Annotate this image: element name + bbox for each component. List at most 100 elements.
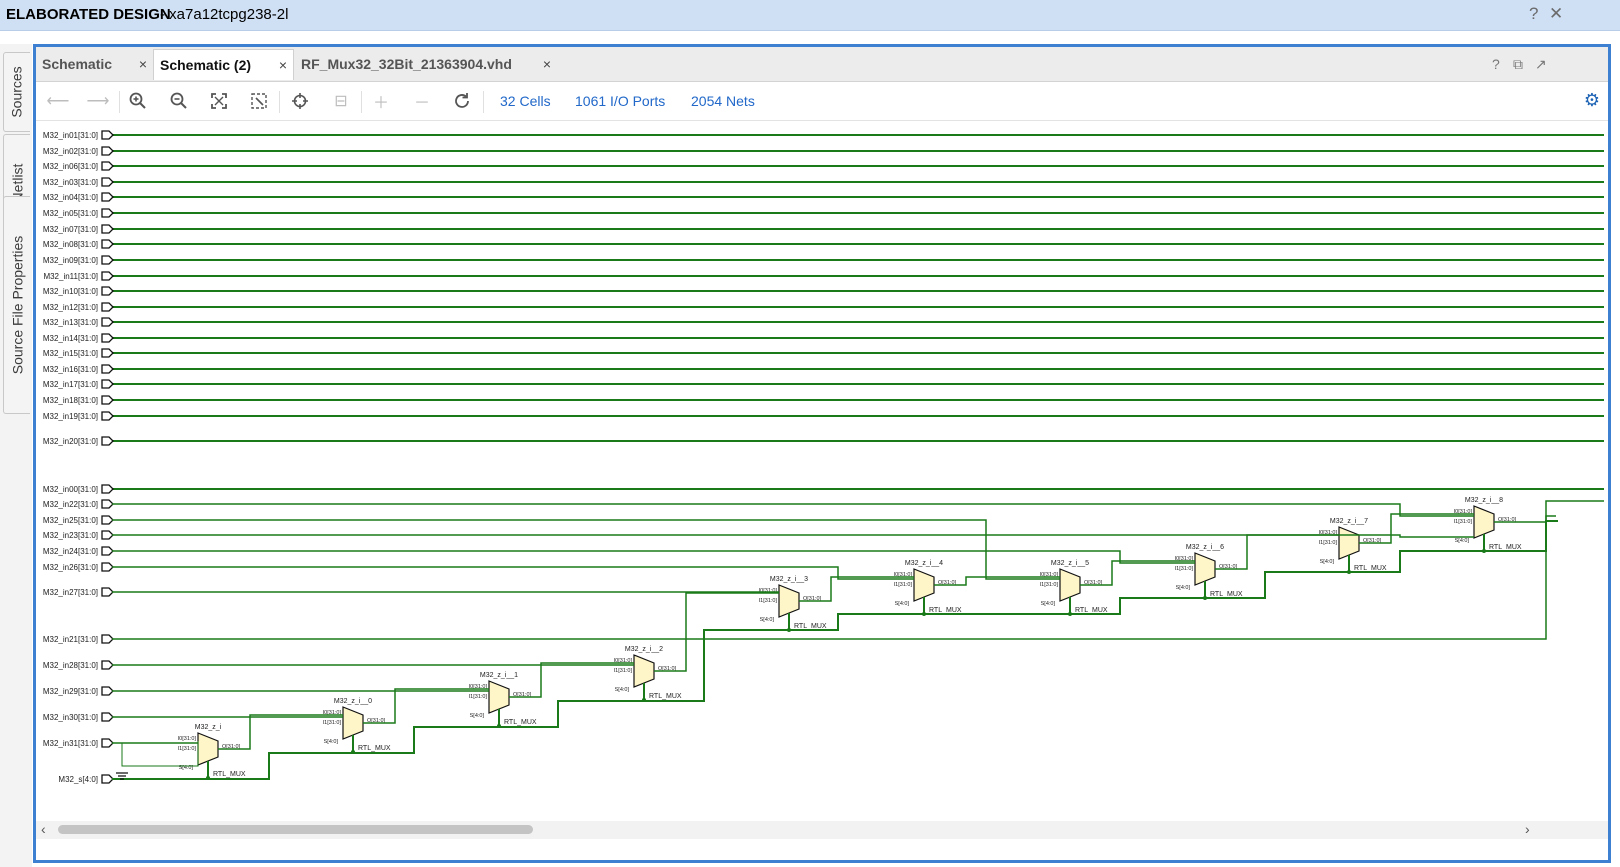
port-label: M32_in19[31:0] bbox=[43, 412, 98, 421]
zoom-out-icon[interactable] bbox=[169, 91, 189, 111]
pin-label: S[4:0] bbox=[324, 739, 339, 745]
horizontal-scrollbar[interactable]: ‹ › bbox=[36, 821, 1608, 839]
pin-label: I1[31:0] bbox=[759, 598, 778, 604]
side-tab-sources[interactable]: Sources bbox=[3, 52, 30, 132]
part-number: - xa7a12tcpg238-2l bbox=[160, 6, 289, 23]
cell-type: RTL_MUX bbox=[1075, 607, 1108, 614]
wire bbox=[112, 515, 1556, 640]
cell-type: RTL_MUX bbox=[794, 623, 827, 630]
refresh-icon[interactable] bbox=[452, 91, 472, 111]
close-tab-icon[interactable]: × bbox=[278, 57, 287, 73]
port-label: M32_in11[31:0] bbox=[43, 272, 98, 281]
close-tab-icon[interactable]: × bbox=[138, 56, 147, 72]
mux-name: M32_z_i__4 bbox=[905, 560, 943, 567]
port-M32_in28[31:0] bbox=[101, 660, 114, 670]
pin-label: I0[31:0] bbox=[178, 736, 197, 742]
zoom-selection-icon[interactable] bbox=[249, 91, 269, 111]
expand-icon[interactable]: ＋ bbox=[372, 95, 389, 112]
pin-label: O[31:0] bbox=[222, 744, 241, 750]
side-tab-source-file-properties[interactable]: Source File Properties bbox=[3, 196, 30, 414]
maximize-icon[interactable]: ↗ bbox=[1535, 56, 1547, 72]
gear-icon[interactable]: ⚙ bbox=[1583, 90, 1600, 110]
port-label: M32_in30[31:0] bbox=[43, 713, 98, 722]
port-M32_in11[31:0] bbox=[101, 271, 114, 281]
tab-schematic-2[interactable]: Schematic (2) × bbox=[153, 49, 294, 80]
pin-label: S[4:0] bbox=[1041, 601, 1056, 607]
port-label: M32_in15[31:0] bbox=[43, 349, 98, 358]
port-M32_in04[31:0] bbox=[101, 192, 114, 202]
help-icon[interactable]: ? bbox=[1492, 56, 1500, 72]
wire bbox=[112, 520, 1558, 780]
mux-name: M32_z_i bbox=[195, 724, 222, 731]
scrollbar-thumb[interactable] bbox=[58, 825, 533, 834]
cell-type: RTL_MUX bbox=[1489, 544, 1522, 551]
wire bbox=[218, 714, 343, 750]
wire bbox=[112, 534, 1474, 538]
mux-cell bbox=[342, 706, 364, 740]
toolbar-divider bbox=[361, 91, 362, 113]
port-label: M32_s[4:0] bbox=[58, 775, 98, 784]
pin-label: O[31:0] bbox=[367, 718, 386, 724]
tab-schematic[interactable]: Schematic × bbox=[36, 49, 153, 80]
float-icon[interactable]: ⧉ bbox=[1513, 56, 1523, 72]
port-M32_in25[31:0] bbox=[101, 515, 114, 525]
close-icon[interactable]: ✕ bbox=[1549, 4, 1564, 23]
wire bbox=[1080, 560, 1195, 586]
scroll-right-icon[interactable]: › bbox=[1525, 821, 1530, 837]
tab-vhd-file[interactable]: RF_Mux32_32Bit_21363904.vhd × bbox=[295, 49, 557, 80]
port-label: M32_in00[31:0] bbox=[43, 485, 98, 494]
port-M32_in13[31:0] bbox=[101, 317, 114, 327]
port-label: M32_in31[31:0] bbox=[43, 739, 98, 748]
port-M32_in23[31:0] bbox=[101, 530, 114, 540]
pin-label: I1[31:0] bbox=[1454, 519, 1473, 525]
wire bbox=[1215, 534, 1339, 570]
mux-cell bbox=[1338, 526, 1360, 560]
port-label: M32_in01[31:0] bbox=[43, 131, 98, 140]
schematic-diagram[interactable]: M32_in01[31:0]M32_in02[31:0]M32_in06[31:… bbox=[36, 121, 1608, 821]
port-label: M32_in14[31:0] bbox=[43, 334, 98, 343]
close-tab-icon[interactable]: × bbox=[542, 56, 551, 72]
pin-label: O[31:0] bbox=[1219, 564, 1238, 570]
pin-label: I1[31:0] bbox=[469, 694, 488, 700]
forward-arrow-icon[interactable]: ⟶ bbox=[86, 93, 110, 110]
port-label: M32_in23[31:0] bbox=[43, 531, 98, 540]
fit-icon[interactable] bbox=[209, 91, 229, 111]
pin-label: O[31:0] bbox=[513, 692, 532, 698]
pin-label: I1[31:0] bbox=[1175, 566, 1194, 572]
port-M32_in12[31:0] bbox=[101, 302, 114, 312]
wire bbox=[112, 519, 1060, 580]
nets-count-link[interactable]: 2054 Nets bbox=[691, 93, 755, 109]
zoom-in-icon[interactable] bbox=[128, 91, 148, 111]
regen-icon[interactable]: ⊟ bbox=[334, 93, 348, 110]
port-M32_in05[31:0] bbox=[101, 208, 114, 218]
port-M32_in22[31:0] bbox=[101, 499, 114, 509]
port-M32_in08[31:0] bbox=[101, 239, 114, 249]
wire bbox=[1359, 513, 1474, 544]
collapse-icon[interactable]: － bbox=[413, 95, 430, 112]
pin-label: I0[31:0] bbox=[759, 588, 778, 594]
cells-count-link[interactable]: 32 Cells bbox=[500, 93, 551, 109]
back-arrow-icon[interactable]: ⟵ bbox=[46, 93, 70, 110]
pin-label: I1[31:0] bbox=[614, 668, 633, 674]
port-label: M32_in03[31:0] bbox=[43, 178, 98, 187]
port-M32_in17[31:0] bbox=[101, 379, 114, 389]
schematic-canvas[interactable]: M32_in01[31:0]M32_in02[31:0]M32_in06[31:… bbox=[36, 121, 1608, 821]
wire bbox=[799, 576, 914, 602]
wire bbox=[1494, 500, 1604, 523]
select-icon[interactable] bbox=[290, 91, 310, 111]
io-ports-count-link[interactable]: 1061 I/O Ports bbox=[575, 93, 666, 109]
pin-label: I1[31:0] bbox=[178, 746, 197, 752]
port-label: M32_in09[31:0] bbox=[43, 256, 98, 265]
help-icon[interactable]: ? bbox=[1529, 4, 1539, 23]
mux-name: M32_z_i__2 bbox=[625, 646, 663, 653]
port-label: M32_in18[31:0] bbox=[43, 396, 98, 405]
scroll-left-icon[interactable]: ‹ bbox=[41, 821, 46, 837]
port-label: M32_in25[31:0] bbox=[43, 516, 98, 525]
port-M32_in09[31:0] bbox=[101, 255, 114, 265]
port-M32_in26[31:0] bbox=[101, 562, 114, 572]
port-M32_in31[31:0] bbox=[101, 738, 114, 748]
pin-label: O[31:0] bbox=[938, 580, 957, 586]
pin-label: O[31:0] bbox=[1498, 517, 1517, 523]
mux-cell bbox=[197, 732, 219, 766]
port-M32_in21[31:0] bbox=[101, 634, 114, 644]
